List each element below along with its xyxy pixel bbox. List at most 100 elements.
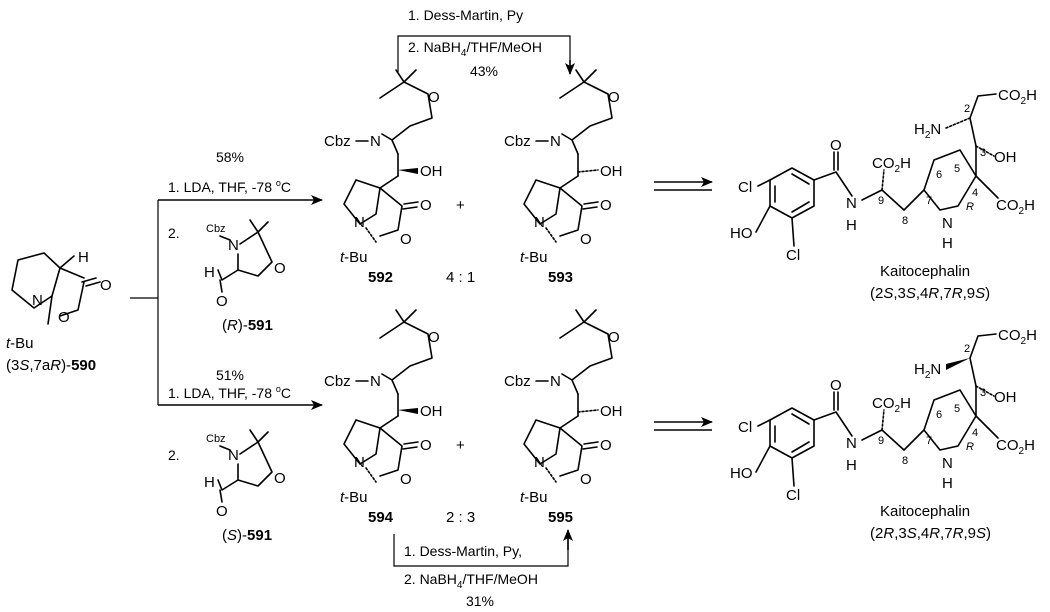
co2h-4-bottom: CO2H bbox=[996, 437, 1035, 457]
compound-595: O Cbz N OH O N O t-Bu 595 bbox=[504, 309, 623, 526]
cbz-595: Cbz bbox=[504, 373, 531, 390]
reagent-n: N bbox=[228, 237, 239, 254]
co-o-595: O bbox=[600, 437, 612, 454]
ratio-bottom: 2 : 3 bbox=[446, 509, 475, 526]
n2-595: N bbox=[534, 454, 545, 471]
locant-5-top: 5 bbox=[954, 163, 960, 175]
cl-2-bottom: Cl bbox=[786, 487, 800, 504]
locant-4-top: 4 bbox=[972, 187, 978, 199]
cbz-592: Cbz bbox=[324, 133, 351, 150]
locant-8-bottom: 8 bbox=[902, 455, 908, 467]
kaitocephalin-top: Cl HO Cl O N H CO2H 9 8 6 7 5 4 N H R CO… bbox=[730, 87, 1037, 302]
oh-595: OH bbox=[600, 403, 623, 420]
reagent-n-b: N bbox=[228, 447, 239, 464]
n2-593: N bbox=[534, 214, 545, 231]
ring-h-bottom: H bbox=[942, 475, 953, 492]
reagent-h: H bbox=[204, 264, 215, 281]
amide-n-bottom: N bbox=[846, 435, 857, 452]
branch-bracket bbox=[130, 200, 159, 405]
ring-h-top: H bbox=[942, 235, 953, 252]
top-conv-line1: 1. Dess-Martin, Py bbox=[408, 7, 523, 23]
compound-593: O Cbz N OH O N O t-Bu 593 bbox=[504, 69, 623, 286]
start-label: (3S,7aR)-590 bbox=[6, 357, 96, 374]
ratio-top: 4 : 1 bbox=[446, 269, 475, 286]
reagent-o-ring-b: O bbox=[274, 470, 286, 487]
bottom-conv-yield: 31% bbox=[466, 593, 494, 609]
cl-1-bottom: Cl bbox=[738, 419, 752, 436]
config-bottom: (2R,3S,4R,7R,9S) bbox=[870, 525, 991, 542]
top-conv-line2: 2. NaBH4/THF/MeOH bbox=[408, 39, 542, 59]
reagent-cbz: Cbz bbox=[206, 223, 226, 235]
tbu-label: t-Bu bbox=[6, 335, 34, 352]
atom-o: O bbox=[100, 277, 112, 294]
bottom-conversion: 1. Dess-Martin, Py, 2. NaBH4/THF/MeOH 31… bbox=[393, 529, 573, 609]
h2n-bottom: H2N bbox=[914, 361, 941, 381]
locant-7-bottom: 7 bbox=[926, 435, 932, 447]
locant-7-top: 7 bbox=[926, 195, 932, 207]
co-o-593: O bbox=[600, 197, 612, 214]
locant-2-top: 2 bbox=[964, 103, 970, 115]
oh-593: OH bbox=[600, 163, 623, 180]
n2-592: N bbox=[354, 214, 365, 231]
amide-h-bottom: H bbox=[846, 457, 857, 474]
top-conversion: 1. Dess-Martin, Py 2. NaBH4/THF/MeOH 43% bbox=[397, 7, 575, 79]
o2-592: O bbox=[400, 231, 412, 248]
locant-9-bottom: 9 bbox=[878, 435, 884, 447]
amide-o-bottom: O bbox=[830, 377, 842, 394]
n-595: N bbox=[550, 373, 561, 390]
oh-594: OH bbox=[420, 403, 443, 420]
co2h-4-top: CO2H bbox=[996, 197, 1035, 217]
reagent-label-top: (R)-591 bbox=[222, 317, 273, 334]
top-conversion-bracket bbox=[397, 35, 571, 72]
oh-3-top: OH bbox=[994, 149, 1017, 166]
atom-h: H bbox=[78, 249, 89, 266]
ho-top: HO bbox=[730, 225, 753, 242]
ho-bottom: HO bbox=[730, 465, 753, 482]
amide-o-top: O bbox=[830, 137, 842, 154]
o-594: O bbox=[428, 329, 440, 346]
top-yield: 58% bbox=[216, 149, 244, 165]
h2n-top: H2N bbox=[914, 121, 941, 141]
tbu-593: t-Bu bbox=[520, 249, 548, 266]
plus-bottom: + bbox=[456, 437, 465, 454]
locant-8-top: 8 bbox=[902, 215, 908, 227]
o-593: O bbox=[608, 89, 620, 106]
locant-3-bottom: 3 bbox=[980, 387, 986, 399]
compound-592: O Cbz N OH O N O t-Bu 592 bbox=[324, 69, 443, 286]
reagent-o-b: O bbox=[216, 503, 228, 520]
r-bottom: R bbox=[966, 441, 974, 453]
locant-4-bottom: 4 bbox=[972, 427, 978, 439]
o-595: O bbox=[608, 329, 620, 346]
tbu-595: t-Bu bbox=[520, 489, 548, 506]
bottom-step2: 2. bbox=[168, 447, 180, 463]
co2h-2-top: CO2H bbox=[998, 87, 1037, 107]
ring-n-bottom: N bbox=[942, 455, 953, 472]
bottom-yield: 51% bbox=[216, 367, 244, 383]
co2h-9-top: CO2H bbox=[872, 155, 911, 175]
kaitocephalin-bottom: Cl HO Cl O N H CO2H 9 8 6 7 5 4 N H R CO… bbox=[730, 327, 1037, 542]
bottom-route: 51% 1. LDA, THF, -78 oC 2. Cbz N H O O (… bbox=[158, 367, 323, 544]
reagent-label-bottom: (S)-591 bbox=[222, 527, 272, 544]
locant-2-bottom: 2 bbox=[964, 343, 970, 355]
reagent-o-ring: O bbox=[274, 260, 286, 277]
compound-594: O Cbz N OH O N O t-Bu 594 bbox=[324, 309, 443, 526]
co-o-592: O bbox=[420, 197, 432, 214]
co2h-9-bottom: CO2H bbox=[872, 395, 911, 415]
reagent-h-b: H bbox=[204, 474, 215, 491]
ring-n-top: N bbox=[942, 215, 953, 232]
top-route: 58% 1. LDA, THF, -78 oC 2. Cbz N H O O (… bbox=[158, 149, 323, 334]
label-595: 595 bbox=[548, 509, 573, 526]
label-594: 594 bbox=[368, 509, 394, 526]
amide-n-top: N bbox=[846, 195, 857, 212]
locant-5-bottom: 5 bbox=[954, 403, 960, 415]
top-step1: 1. LDA, THF, -78 oC bbox=[168, 178, 291, 195]
o2-595: O bbox=[580, 471, 592, 488]
multistep-arrow-top bbox=[654, 177, 713, 191]
atom-n: N bbox=[32, 292, 43, 309]
tbu-594: t-Bu bbox=[340, 489, 368, 506]
reagent-o: O bbox=[216, 293, 228, 310]
oh-3-bottom: OH bbox=[994, 389, 1017, 406]
name-bottom: Kaitocephalin bbox=[880, 503, 970, 520]
cl-1-top: Cl bbox=[738, 179, 752, 196]
amide-h-top: H bbox=[846, 217, 857, 234]
